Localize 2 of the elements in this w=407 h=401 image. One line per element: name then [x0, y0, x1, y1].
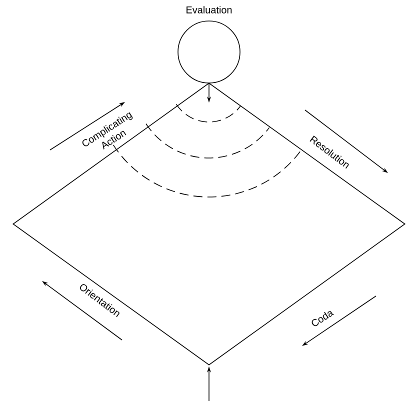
- side-label: Coda: [312, 311, 334, 326]
- node-title: Evaluation: [186, 6, 232, 14]
